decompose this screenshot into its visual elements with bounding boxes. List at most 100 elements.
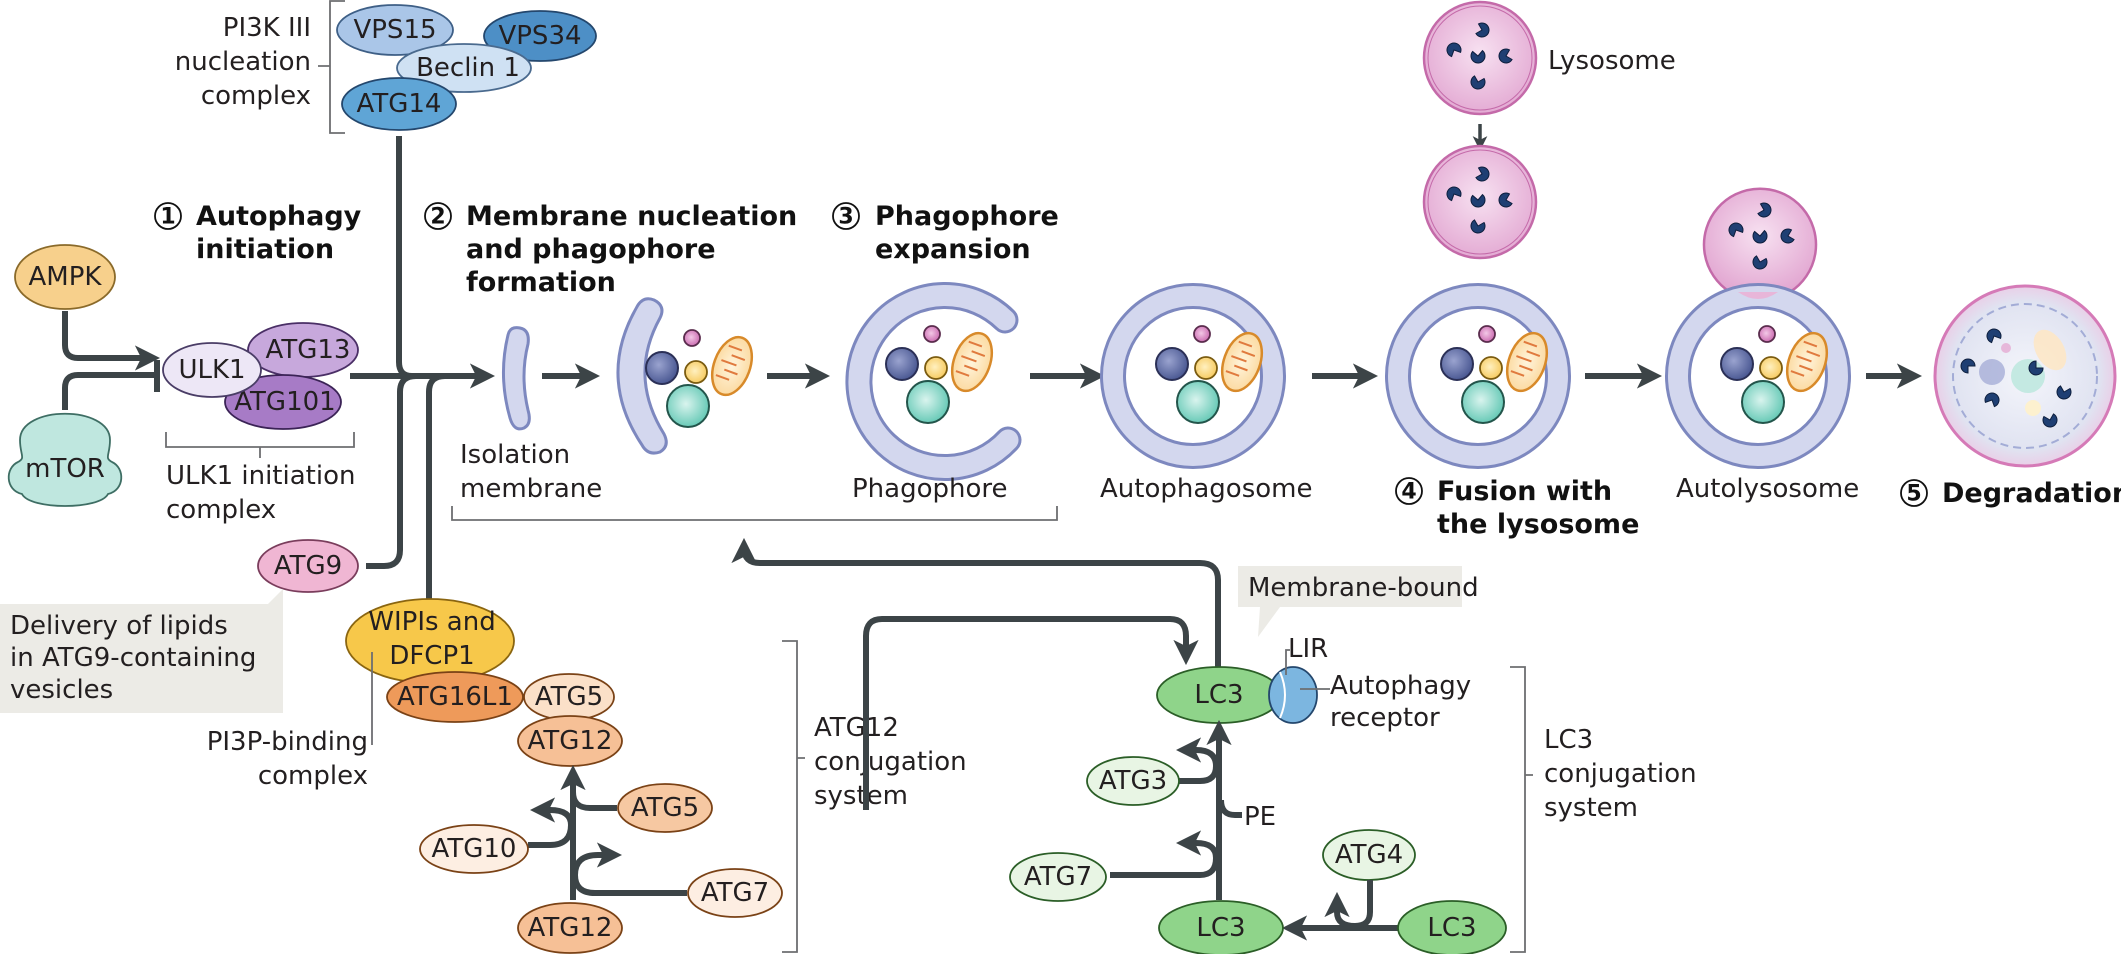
svg-text:receptor: receptor	[1330, 703, 1440, 733]
wipi-to-nucleation-line	[426, 373, 446, 600]
pi3k-to-nucleation-line	[396, 136, 413, 379]
autophagy-receptor-label: Autophagy receptor	[1330, 671, 1471, 733]
autophagosome[interactable]	[1100, 283, 1286, 469]
forming-phagophore[interactable]	[616, 297, 761, 455]
atg9-to-nucleation-line	[366, 373, 417, 569]
svg-text:conjugation: conjugation	[814, 747, 967, 777]
svg-text:complex: complex	[258, 761, 368, 791]
protein-atg9[interactable]: ATG9	[257, 539, 359, 593]
protein-lc3-precursor[interactable]: LC3	[1397, 900, 1507, 954]
autophagosome-label: Autophagosome	[1100, 474, 1312, 504]
lc3-system-label: LC3 conjugation system	[1544, 725, 1697, 823]
lysosome-label: Lysosome	[1548, 46, 1676, 76]
autophagy-receptor[interactable]	[1268, 666, 1318, 724]
svg-text:3: 3	[838, 205, 853, 230]
svg-text:Beclin 1: Beclin 1	[416, 53, 520, 83]
svg-text:ATG5: ATG5	[535, 682, 603, 712]
protein-atg7-lc3-system[interactable]: ATG7	[1009, 852, 1107, 902]
svg-text:ULK1 initiation: ULK1 initiation	[166, 461, 355, 491]
svg-text:Autophagy: Autophagy	[196, 201, 362, 232]
svg-text:PI3K III: PI3K III	[223, 13, 311, 43]
svg-text:VPS15: VPS15	[353, 15, 436, 45]
svg-text:system: system	[1544, 793, 1638, 823]
pi3k-bracket	[318, 0, 345, 134]
protein-wipi-dfcp1[interactable]: WIPIs and DFCP1	[345, 598, 515, 684]
protein-atg3[interactable]: ATG3	[1086, 756, 1180, 806]
svg-text:Fusion with: Fusion with	[1437, 476, 1612, 507]
svg-text:ULK1: ULK1	[178, 355, 245, 385]
protein-atg12[interactable]: ATG12	[517, 902, 623, 954]
atg5-input-line	[570, 791, 617, 811]
svg-text:nucleation: nucleation	[175, 47, 311, 77]
svg-text:in ATG9-containing: in ATG9-containing	[10, 643, 256, 673]
ulk1-complex-label: ULK1 initiation complex	[166, 461, 355, 525]
protein-ampk[interactable]: AMPK	[14, 244, 116, 310]
svg-text:vesicles: vesicles	[10, 675, 113, 705]
protein-atg101[interactable]: ATG101	[224, 374, 342, 430]
svg-text:ATG101: ATG101	[234, 387, 335, 417]
svg-text:2: 2	[430, 205, 445, 230]
phagophore[interactable]	[845, 282, 1022, 482]
expansion-bracket	[451, 506, 1058, 521]
atg4-input-line	[1324, 880, 1373, 929]
protein-mtor[interactable]: mTOR	[7, 413, 123, 507]
svg-text:4: 4	[1401, 480, 1416, 505]
svg-text:Autophagy: Autophagy	[1330, 671, 1471, 701]
membrane-bound-note: Membrane-bound	[1238, 566, 1479, 637]
degradation-vesicle[interactable]	[1933, 284, 2117, 468]
svg-text:Delivery of lipids: Delivery of lipids	[10, 611, 228, 641]
pi3p-complex-label: PI3P-binding complex	[207, 727, 368, 791]
step-3-label: 3 Phagophore expansion	[832, 201, 1059, 265]
pe-label: PE	[1244, 802, 1276, 832]
svg-text:ATG5: ATG5	[631, 793, 699, 823]
protein-vps34[interactable]: VPS34	[483, 10, 597, 62]
svg-text:mTOR: mTOR	[25, 454, 105, 484]
protein-lc3-processed[interactable]: LC3	[1158, 900, 1284, 954]
step-1-label: 1 Autophagy initiation	[154, 201, 362, 265]
svg-text:ATG7: ATG7	[1024, 862, 1092, 892]
svg-text:ATG4: ATG4	[1335, 840, 1403, 870]
svg-text:ATG12: ATG12	[528, 913, 613, 943]
pi3k-complex-label: PI3K III nucleation complex	[175, 13, 311, 111]
svg-text:ATG13: ATG13	[266, 335, 351, 365]
atg12-system-bracket	[782, 640, 805, 953]
phagophore-label: Phagophore	[852, 474, 1008, 504]
pe-input-line	[1218, 799, 1242, 818]
svg-text:LC3: LC3	[1196, 913, 1245, 943]
svg-text:Membrane nucleation: Membrane nucleation	[466, 201, 797, 232]
svg-text:complex: complex	[201, 81, 311, 111]
svg-text:Degradation: Degradation	[1942, 478, 2121, 509]
autolysosome[interactable]	[1665, 187, 1851, 469]
autolysosome-label: Autolysosome	[1676, 474, 1859, 504]
protein-atg4[interactable]: ATG4	[1322, 829, 1416, 881]
protein-atg5-complex[interactable]: ATG5	[523, 673, 615, 721]
svg-text:membrane: membrane	[460, 474, 602, 504]
step-4-label: 4 Fusion with the lysosome	[1395, 476, 1639, 540]
protein-atg14[interactable]: ATG14	[341, 77, 457, 131]
protein-beclin1[interactable]: Beclin 1	[396, 43, 532, 93]
protein-lc3-membrane-bound[interactable]: LC3	[1156, 666, 1282, 724]
protein-atg7-atg12-system[interactable]: ATG7	[687, 868, 783, 918]
svg-text:Phagophore: Phagophore	[875, 201, 1059, 232]
cargo-icon	[644, 328, 761, 429]
protein-atg5[interactable]: ATG5	[617, 783, 713, 833]
lysosome-fusing[interactable]	[1422, 144, 1538, 260]
lysosome[interactable]	[1422, 0, 1538, 116]
svg-text:WIPIs and: WIPIs and	[368, 607, 495, 637]
atg9-note: Delivery of lipids in ATG9-containing ve…	[0, 589, 283, 713]
svg-text:conjugation: conjugation	[1544, 759, 1697, 789]
svg-text:ATG16L1: ATG16L1	[397, 682, 513, 712]
protein-atg16l1[interactable]: ATG16L1	[386, 671, 524, 723]
protein-atg13[interactable]: ATG13	[247, 322, 359, 378]
protein-atg12-complex[interactable]: ATG12	[517, 715, 623, 767]
atg3-input-line	[1175, 737, 1219, 784]
isolation-membrane-label: Isolation membrane	[460, 440, 602, 504]
protein-ulk1[interactable]: ULK1	[162, 342, 262, 398]
isolation-membrane[interactable]	[502, 326, 531, 431]
svg-text:5: 5	[1906, 482, 1921, 507]
autophagosome-fusing[interactable]	[1385, 283, 1571, 469]
protein-atg10[interactable]: ATG10	[419, 824, 529, 874]
svg-text:PI3P-binding: PI3P-binding	[207, 727, 368, 757]
protein-vps15[interactable]: VPS15	[336, 4, 454, 56]
cargo-icon	[884, 324, 1001, 425]
